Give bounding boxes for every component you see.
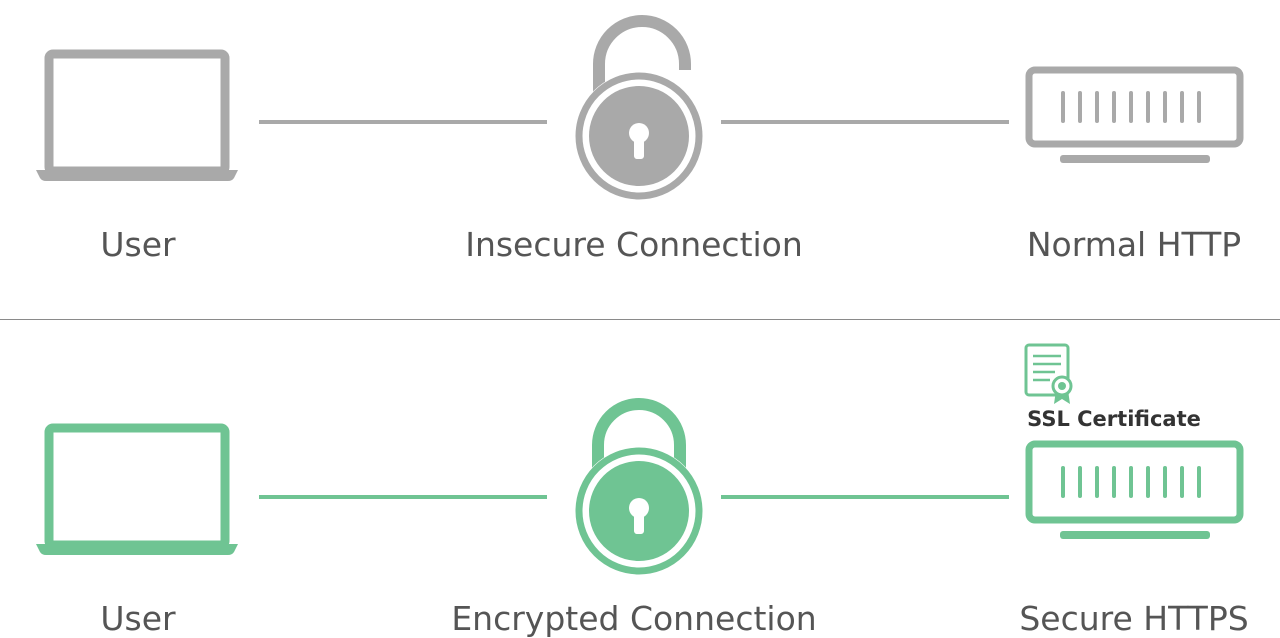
closed-padlock-icon (575, 398, 703, 575)
certificate-icon (1024, 343, 1073, 404)
server-icon (1025, 440, 1244, 539)
connection-label: Encrypted Connection (451, 599, 817, 638)
server-label: Secure HTTPS (1019, 599, 1249, 638)
user-label: User (100, 225, 176, 264)
certificate-label: SSL Certificate (1027, 407, 1201, 431)
laptop-icon (36, 49, 238, 181)
server-label: Normal HTTP (1026, 225, 1242, 264)
section-divider (0, 319, 1280, 320)
open-padlock-icon (575, 15, 703, 200)
connection-label: Insecure Connection (465, 225, 803, 264)
server-icon (1025, 66, 1244, 163)
user-label: User (100, 599, 176, 638)
laptop-icon (36, 423, 238, 555)
